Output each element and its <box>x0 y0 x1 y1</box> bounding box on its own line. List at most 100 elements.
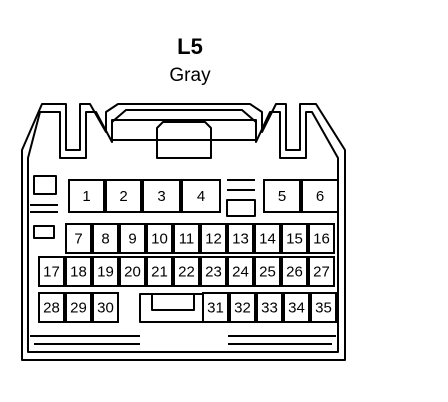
pin-number: 31 <box>207 300 224 317</box>
pin-cavity: 2 <box>105 179 142 213</box>
pin-number: 8 <box>101 231 109 248</box>
pin-cavity-box <box>200 256 227 287</box>
pin-cavity-box <box>181 179 221 213</box>
pin-number: 11 <box>179 231 195 248</box>
pin-cavity-box <box>310 292 337 323</box>
pin-cavity: 7 <box>65 223 92 254</box>
pin-number: 27 <box>313 264 330 281</box>
pin-cavity-box <box>200 223 227 254</box>
pin-number: 32 <box>234 300 251 317</box>
pin-cavity: 27 <box>308 256 335 287</box>
pin-cavity-box <box>119 256 146 287</box>
pin-cavity-box <box>38 256 65 287</box>
pin-cavity-box <box>65 223 92 254</box>
pin-cavity: 24 <box>227 256 254 287</box>
pin-cavity: 11 <box>173 223 200 254</box>
pin-number: 10 <box>151 231 168 248</box>
pin-number: 2 <box>119 188 127 205</box>
pin-cavity: 12 <box>200 223 227 254</box>
pin-cavity: 19 <box>92 256 119 287</box>
pin-cavity: 30 <box>92 292 119 323</box>
pin-number: 6 <box>316 188 324 205</box>
connector-color: Gray <box>169 65 211 86</box>
pin-number: 4 <box>197 188 205 205</box>
pin-cavity-box <box>229 292 256 323</box>
pin-cavity: 18 <box>65 256 92 287</box>
pin-cavity: 4 <box>181 179 221 213</box>
pin-number: 13 <box>232 231 249 248</box>
pin-cavity: 29 <box>65 292 92 323</box>
pin-cavity-box <box>119 223 146 254</box>
pin-cavity: 16 <box>308 223 335 254</box>
pin-number: 28 <box>43 300 60 317</box>
pin-number: 34 <box>288 300 305 317</box>
pin-cavity: 9 <box>119 223 146 254</box>
pin-cavity-box <box>92 223 119 254</box>
pin-cavity: 34 <box>283 292 310 323</box>
pin-cavity: 21 <box>146 256 173 287</box>
pin-number: 21 <box>151 264 168 281</box>
pin-cavity: 17 <box>38 256 65 287</box>
pin-number: 33 <box>261 300 278 317</box>
pin-cavity-box <box>254 223 281 254</box>
pin-cavity-box <box>68 179 105 213</box>
pin-number: 24 <box>232 264 249 281</box>
pin-cavity-box <box>173 256 200 287</box>
pin-number: 18 <box>70 264 87 281</box>
pin-number: 29 <box>70 300 87 317</box>
pin-number: 1 <box>82 188 90 205</box>
pin-cavity: 10 <box>146 223 173 254</box>
pin-cavity-box <box>105 179 142 213</box>
pin-number: 7 <box>74 231 82 248</box>
pin-cavity-box <box>146 256 173 287</box>
pin-cavity: 1 <box>68 179 105 213</box>
pin-number: 5 <box>278 188 286 205</box>
pin-cavity-box <box>65 292 92 323</box>
connector-housing <box>21 103 346 361</box>
pin-number: 16 <box>313 231 330 248</box>
pin-number: 14 <box>259 231 276 248</box>
pin-cavity: 20 <box>119 256 146 287</box>
pin-cavity-box <box>254 256 281 287</box>
pin-cavity: 26 <box>281 256 308 287</box>
pin-cavity: 32 <box>229 292 256 323</box>
pin-cavity: 3 <box>142 179 181 213</box>
pin-cavity-box <box>146 223 173 254</box>
pin-cavity: 5 <box>263 179 301 213</box>
pin-number: 22 <box>178 264 195 281</box>
pin-number: 12 <box>205 231 222 248</box>
pin-cavity: 28 <box>38 292 65 323</box>
pin-cavity-box <box>202 292 229 323</box>
pin-cavity-box <box>38 292 65 323</box>
pin-cavity-box <box>308 223 335 254</box>
pin-cavity: 33 <box>256 292 283 323</box>
pin-cavity-box <box>308 256 335 287</box>
pin-number: 26 <box>286 264 303 281</box>
pin-cavity-box <box>92 256 119 287</box>
pin-cavity-box <box>65 256 92 287</box>
pin-number: 17 <box>43 264 60 281</box>
pin-cavity-box <box>227 223 254 254</box>
pin-cavity-box <box>227 256 254 287</box>
pin-cavity: 6 <box>301 179 339 213</box>
pin-cavity-box <box>263 179 301 213</box>
pin-cavity-box <box>92 292 119 323</box>
pin-cavity: 23 <box>200 256 227 287</box>
pin-cavity-box <box>173 223 200 254</box>
pin-cavity: 14 <box>254 223 281 254</box>
pin-number: 25 <box>259 264 276 281</box>
pin-number: 19 <box>97 264 114 281</box>
pin-cavity-box <box>281 256 308 287</box>
pin-number: 15 <box>286 231 303 248</box>
pin-number: 30 <box>97 300 114 317</box>
pin-cavity: 15 <box>281 223 308 254</box>
pin-cavity: 13 <box>227 223 254 254</box>
pin-cavity-box <box>301 179 339 213</box>
pin-cavity-box <box>142 179 181 213</box>
pin-cavity: 25 <box>254 256 281 287</box>
connector-name: L5 <box>177 34 203 59</box>
pin-cavity: 31 <box>202 292 229 323</box>
